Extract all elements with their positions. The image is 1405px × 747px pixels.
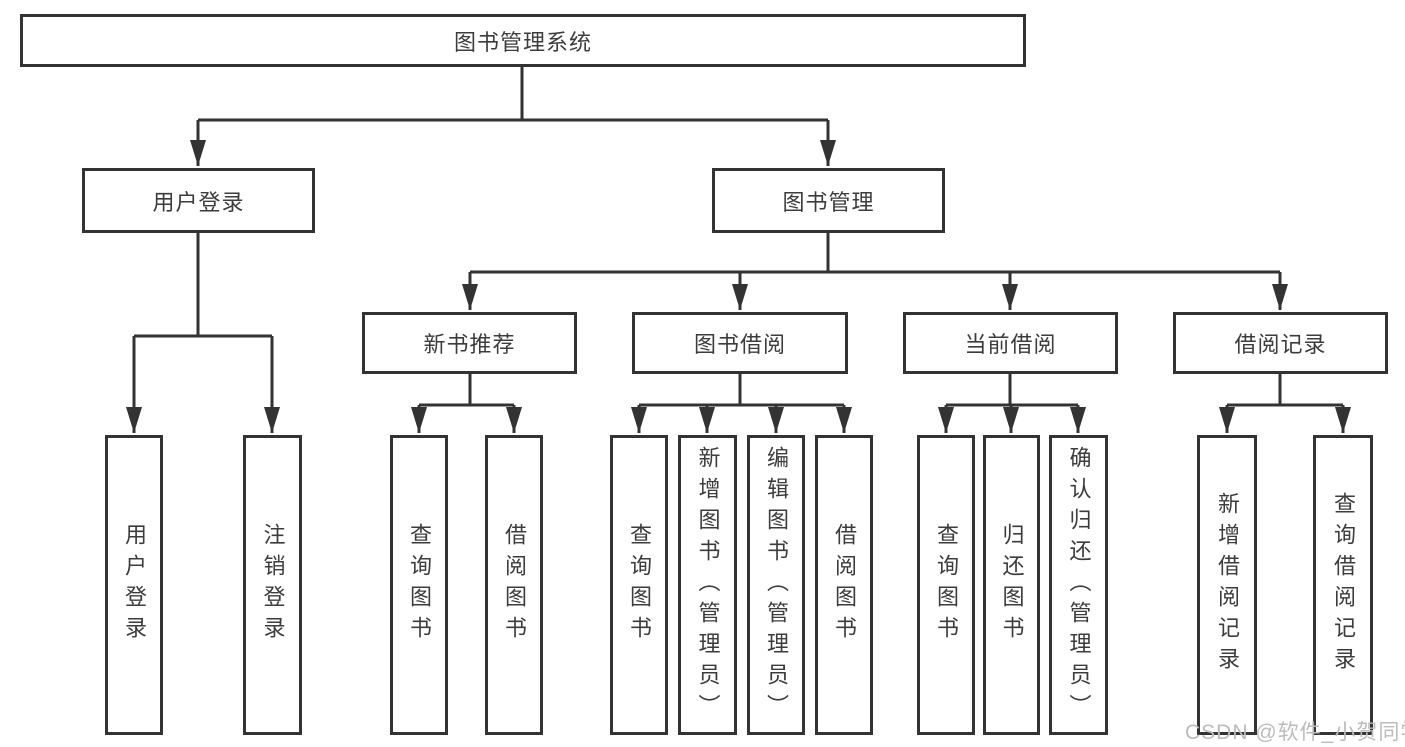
node-label: 归还图书 <box>999 523 1025 647</box>
leaf-logout: 注销登录 <box>243 435 302 735</box>
node-label: 确认归还（管理员） <box>1066 445 1092 725</box>
node-label: 图书管理 <box>782 189 875 215</box>
node-label: 查询借阅记录 <box>1331 492 1356 678</box>
node-label: 借阅图书 <box>832 523 857 647</box>
node-book-borrow: 图书借阅 <box>632 312 848 374</box>
leaf-add-borrow-record: 新增借阅记录 <box>1197 435 1257 735</box>
leaf-return-books: 归还图书 <box>983 435 1040 735</box>
node-label: 当前借阅 <box>964 332 1057 357</box>
node-label: 新增图书（管理员） <box>695 445 721 725</box>
node-label: 图书管理系统 <box>453 29 592 55</box>
node-label: 编辑图书（管理员） <box>764 445 789 725</box>
node-label: 新书推荐 <box>423 332 516 357</box>
node-label: 用户登录 <box>152 189 245 215</box>
node-label: 查询图书 <box>934 523 959 647</box>
leaf-borrow-books-recommend: 借阅图书 <box>485 435 543 735</box>
node-label: 用户登录 <box>122 523 147 647</box>
node-label: 借阅图书 <box>502 523 527 647</box>
leaf-add-books-admin: 新增图书（管理员） <box>678 435 737 735</box>
leaf-query-borrow-record: 查询借阅记录 <box>1313 435 1373 735</box>
leaf-query-books-recommend: 查询图书 <box>390 435 448 735</box>
node-label: 新增借阅记录 <box>1215 492 1240 678</box>
node-borrow-records: 借阅记录 <box>1173 312 1388 374</box>
leaf-query-books-borrow: 查询图书 <box>610 435 668 735</box>
node-label: 注销登录 <box>260 523 286 647</box>
node-label: 查询图书 <box>627 523 652 647</box>
node-label: 借阅记录 <box>1234 332 1327 357</box>
leaf-edit-books-admin: 编辑图书（管理员） <box>747 435 805 735</box>
node-library-management-system: 图书管理系统 <box>20 14 1026 67</box>
csdn-watermark: CSDN @软件_小贺同学 <box>1185 721 1405 744</box>
leaf-query-books-current: 查询图书 <box>917 435 975 735</box>
node-current-borrow: 当前借阅 <box>903 312 1118 374</box>
leaf-confirm-return-admin: 确认归还（管理员） <box>1049 435 1108 735</box>
node-book-management: 图书管理 <box>712 168 945 233</box>
node-label: 图书借阅 <box>693 332 786 357</box>
leaf-borrow-books: 借阅图书 <box>815 435 873 735</box>
node-user-login: 用户登录 <box>82 168 315 233</box>
node-label: 查询图书 <box>407 523 432 647</box>
node-new-book-recommend: 新书推荐 <box>362 312 577 374</box>
leaf-user-login: 用户登录 <box>105 435 163 735</box>
